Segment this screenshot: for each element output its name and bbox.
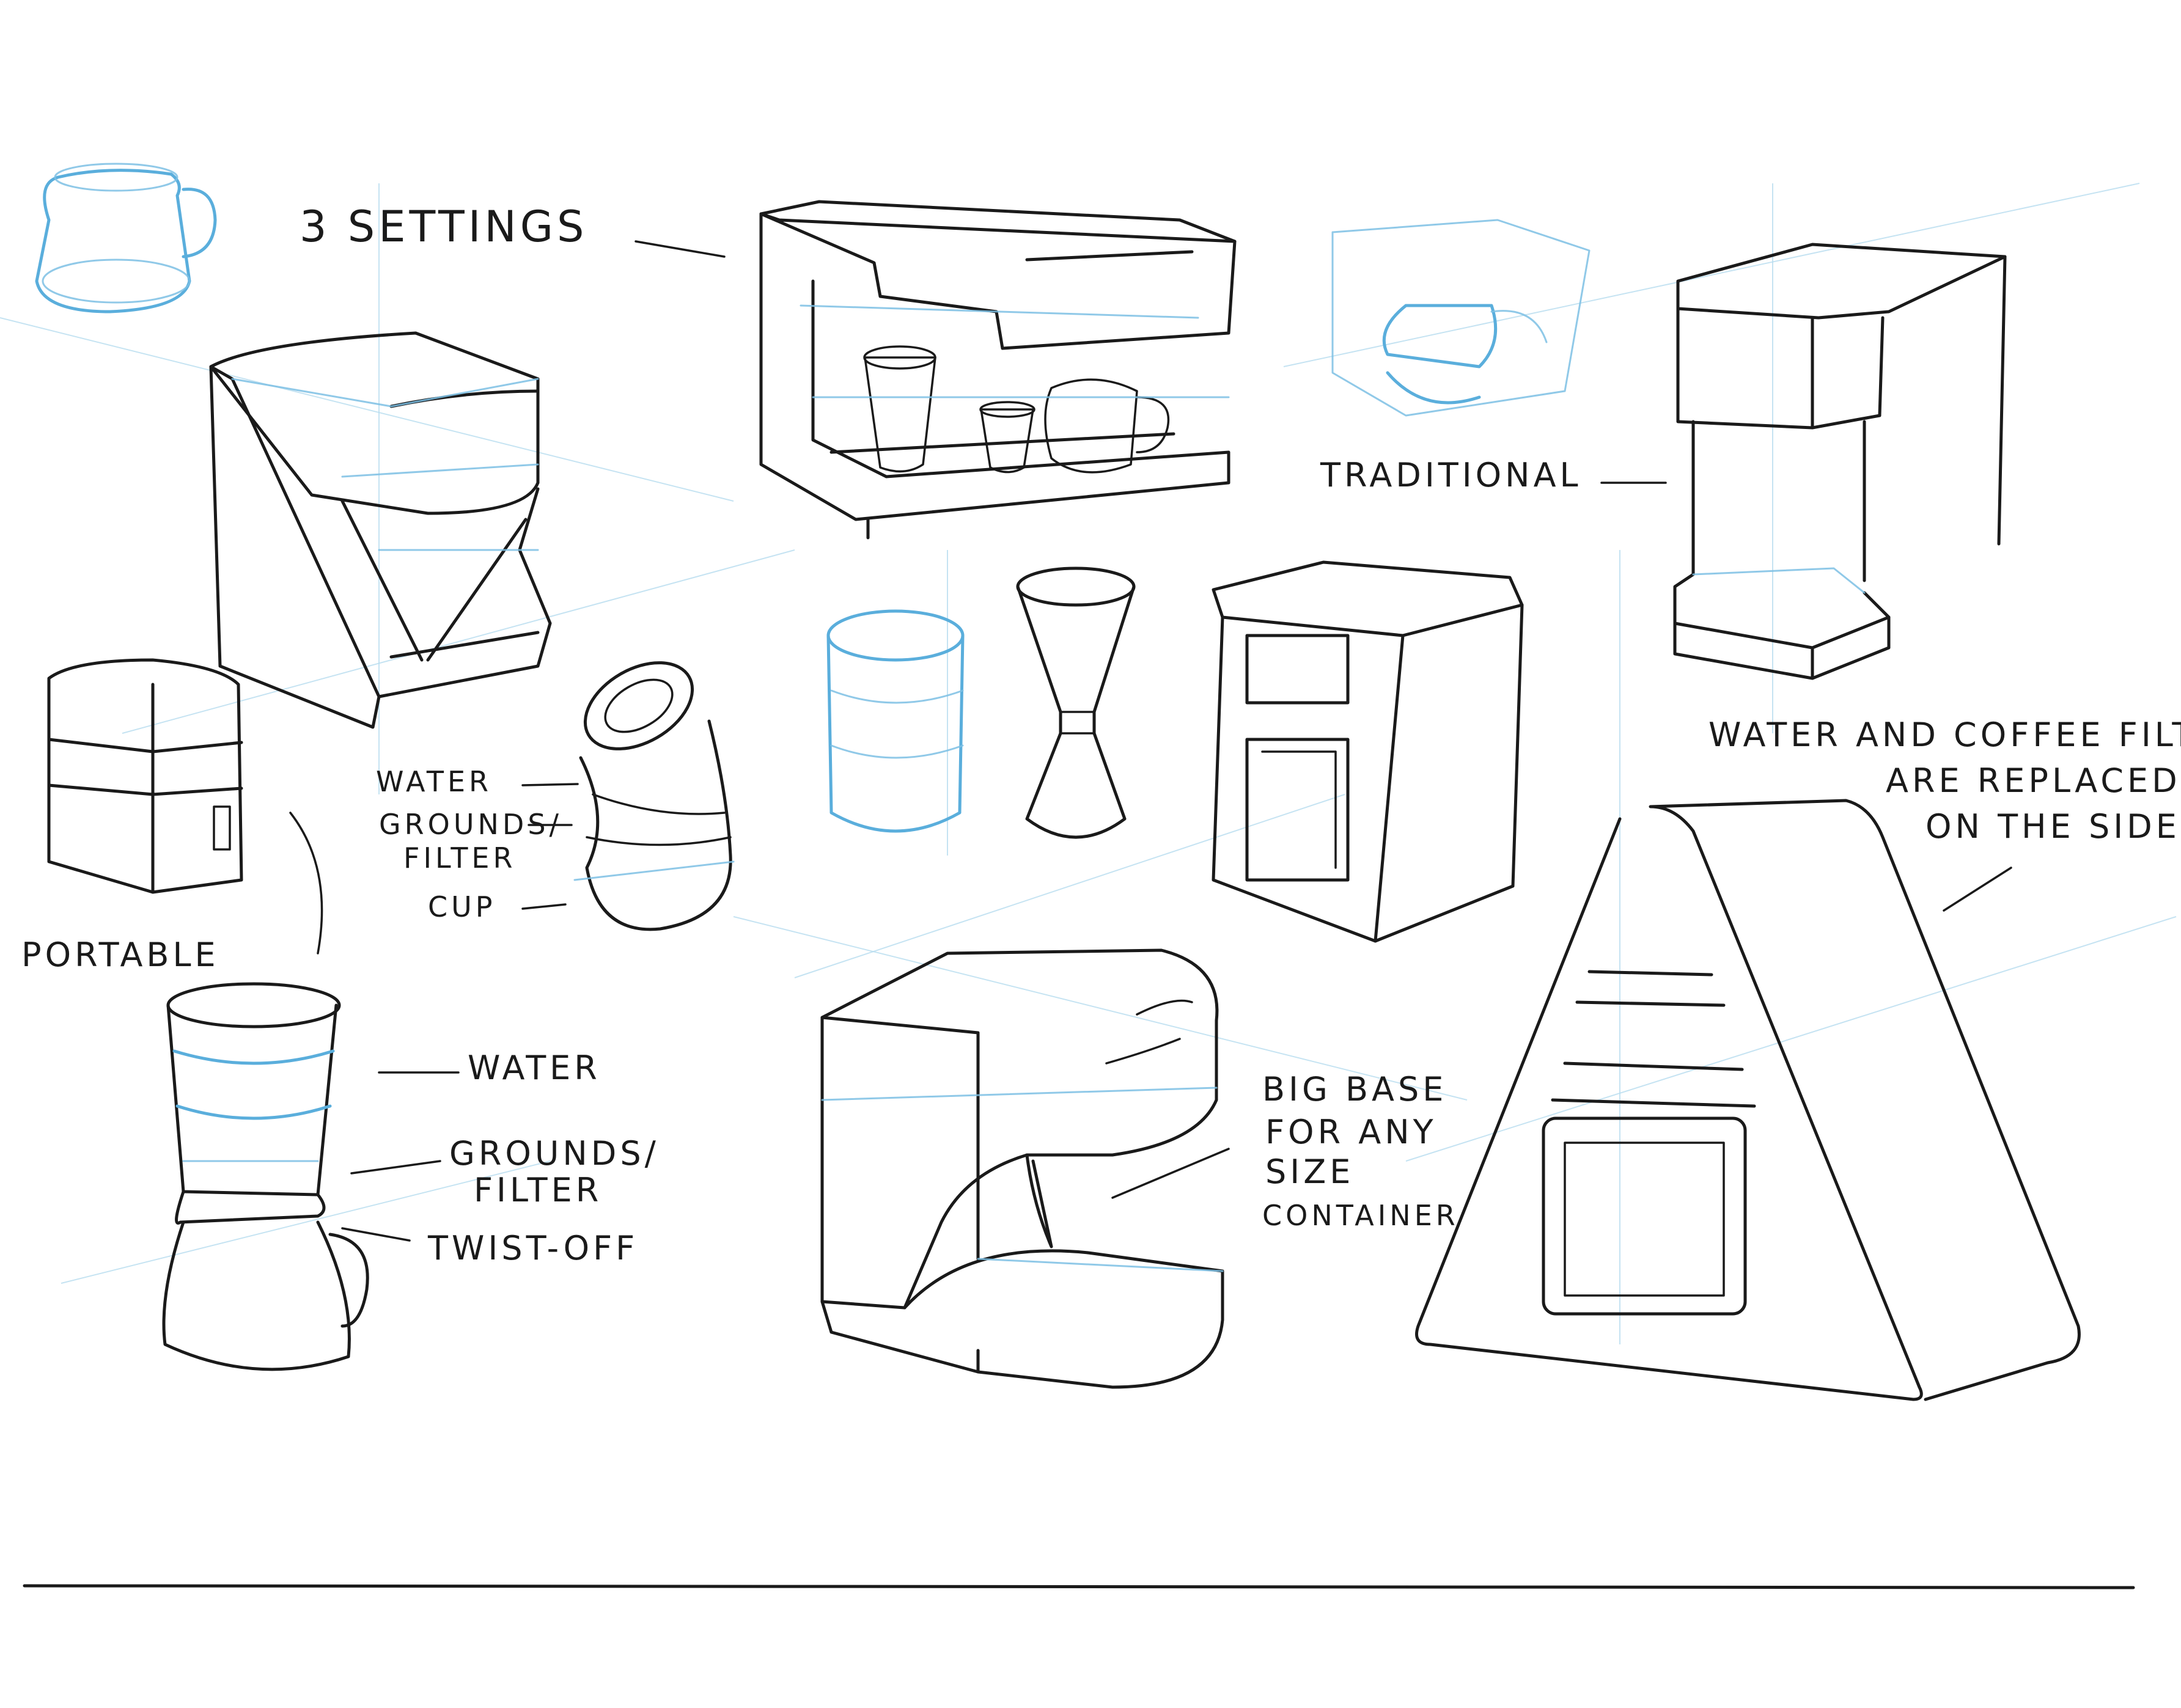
- slanted-coffee-maker: [209, 331, 552, 729]
- traditional-machine: [1673, 243, 2007, 680]
- carafe-sketch-top-left: [35, 163, 217, 313]
- label-big-base-3: SIZE: [1265, 1153, 1355, 1191]
- label-traditional: TRADITIONAL: [1320, 456, 1582, 494]
- stacked-cube-machine: [47, 658, 323, 955]
- label-big-base-1: BIG BASE: [1262, 1070, 1447, 1109]
- label-big-base-2: FOR ANY: [1265, 1113, 1437, 1151]
- label-big-base-4: CONTAINER: [1262, 1199, 1459, 1232]
- label-side-note-2: ARE REPLACED: [1886, 761, 2181, 800]
- glass-sketch-blue: [826, 609, 965, 833]
- bottom-rule: [23, 1584, 2135, 1589]
- three-settings-machine: [759, 200, 1237, 540]
- label-leader-lines: [341, 240, 1667, 1242]
- big-base-machine: [820, 948, 1224, 1389]
- label-twist-off: TWIST-OFF: [428, 1229, 639, 1267]
- label-water-portable: WATER: [468, 1049, 601, 1087]
- cabinet-machine: [1212, 560, 1524, 943]
- label-grounds-filter-portable-1: GROUNDS/: [449, 1134, 660, 1173]
- label-three-settings: 3 SETTINGS: [300, 202, 588, 252]
- label-side-note-1: WATER AND COFFEE FILTE: [1708, 716, 2181, 754]
- label-cup: CUP: [428, 890, 496, 923]
- pitcher-sketch-blue-cube: [1331, 219, 1591, 417]
- hourglass-dripper: [1016, 566, 1136, 839]
- label-grounds-filter-small-2: FILTER: [403, 841, 517, 874]
- label-grounds-filter-portable-2: FILTER: [474, 1171, 603, 1209]
- tilted-portable-cup: [573, 661, 735, 931]
- label-grounds-filter-small-1: GROUNDS/: [379, 808, 563, 841]
- label-portable: PORTABLE: [21, 936, 219, 974]
- label-side-note-3: ON THE SIDE: [1925, 807, 2180, 846]
- portable-blender: [162, 982, 369, 1371]
- a-frame-machine: [1111, 799, 2081, 1401]
- label-water-small: WATER: [376, 765, 492, 798]
- perspective-guides: [0, 183, 2177, 1344]
